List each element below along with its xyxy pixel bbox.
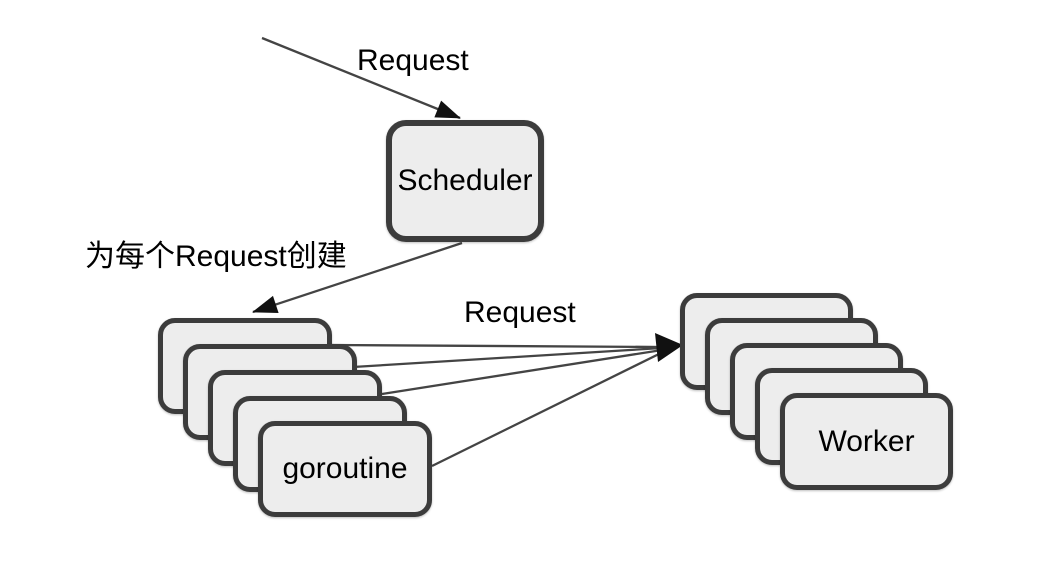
worker-node: Worker	[780, 393, 953, 490]
worker-label: Worker	[818, 424, 915, 458]
create-goroutine-label: 为每个Request创建	[85, 240, 347, 273]
create-goroutine-arrow	[252, 241, 463, 314]
goroutine-to-worker-line-2	[352, 346, 663, 369]
goroutine-to-worker-line-4	[431, 350, 664, 468]
goroutine-to-worker-line-3	[381, 348, 663, 396]
goroutine-to-worker-line-1	[330, 343, 663, 349]
goroutine-label: goroutine	[282, 452, 408, 485]
scheduler-node: Scheduler	[386, 120, 544, 242]
goroutine-to-worker-arrowhead	[655, 333, 683, 362]
goroutine-node: goroutine	[258, 421, 432, 517]
goroutine-to-worker-label: Request	[464, 296, 576, 329]
incoming-request-arrow	[261, 36, 461, 120]
scheduler-label: Scheduler	[397, 164, 533, 197]
incoming-request-label: Request	[357, 44, 469, 77]
